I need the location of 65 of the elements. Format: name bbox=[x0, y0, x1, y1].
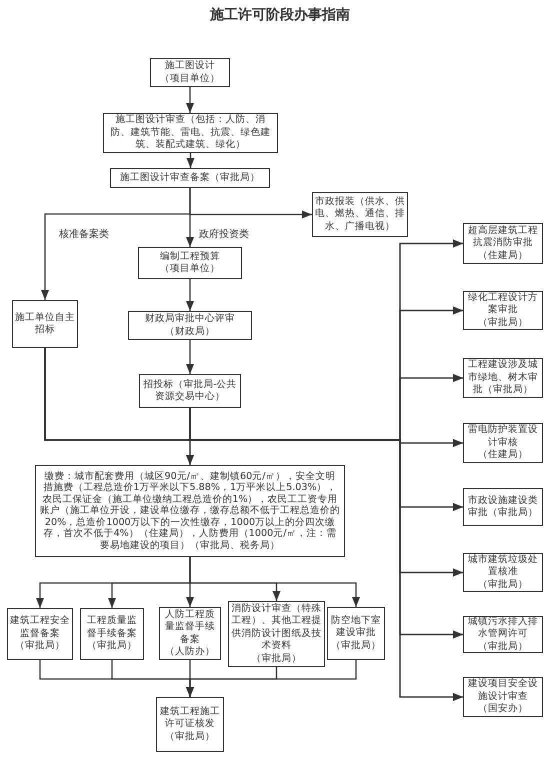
agency-text: （审批局） bbox=[15, 640, 65, 653]
step-text: 编制工程预算 bbox=[160, 250, 220, 263]
step-text: 施工图设计 bbox=[165, 60, 215, 72]
agency-text: （财政局） bbox=[165, 326, 215, 338]
process-box bbox=[35, 465, 345, 557]
step-text: 消防设计审查（特殊工程）、其他工程提供消防设计图纸及技术资料 bbox=[231, 602, 322, 653]
arrow bbox=[186, 87, 194, 113]
process-box bbox=[463, 677, 543, 717]
step-text: 城市建筑垃圾处置核准 bbox=[467, 554, 539, 579]
agency-text: （审批局） bbox=[252, 652, 302, 666]
step-text: 防空地下室建设审批 bbox=[330, 614, 382, 640]
agency-text: （国安办） bbox=[478, 703, 528, 716]
agency-text: （审批局） bbox=[331, 640, 381, 652]
step-text: 施工图设计审查备案（审批局） bbox=[120, 172, 260, 184]
arrow bbox=[186, 188, 194, 247]
arrow bbox=[186, 660, 357, 697]
agency-text: （审批局） bbox=[165, 730, 215, 744]
process-box bbox=[80, 608, 144, 660]
step-text: 工程建设涉及城市绿地、树木审批（审批局） bbox=[467, 359, 539, 397]
arrow bbox=[186, 279, 194, 311]
process-box bbox=[463, 291, 543, 330]
agency-text: （审批局） bbox=[478, 578, 528, 592]
step-text: 超高层建筑工程抗震消防审批（住建局） bbox=[467, 224, 539, 262]
step-text: 缴费：城市配套费用（城区90元/㎡、建制镇60元/㎡），安全文明措施费（工程总造价1万平米以下5.88%，1万平米以上5.03%），农民工保证金（施工单位缴纳工程总造价的1%），农民工工资专用账户（施工单位开设，建设单位缴存，缴存总额不低于工程总造价的20%，总造价1000万以下的一次性缴存，1000万以上的分四次缴存，首次不低于4%）（住建局），人防费用（1000元/㎡，注：需要易地建设的项目）（审批局、税务局） bbox=[40, 471, 340, 551]
agency-text: （人防办） bbox=[165, 646, 215, 658]
agency-text: （项目单位） bbox=[160, 72, 220, 85]
step-text: 施工单位自主招标 bbox=[15, 312, 75, 336]
step-text: 施工图设计审查（包括：人防、消防、建筑节能、雷电、抗震、绿色建筑、装配式建筑、绿化） bbox=[110, 114, 272, 152]
step-text: 市政设施建设类审批（审批局） bbox=[467, 494, 539, 520]
process-box bbox=[138, 247, 242, 279]
process-box bbox=[228, 601, 325, 667]
step-text: 雷电防护装置设计审核 bbox=[467, 424, 539, 449]
step-text: 绿化工程设计方案审批 bbox=[467, 292, 539, 317]
process-box bbox=[463, 423, 543, 463]
process-box bbox=[463, 553, 543, 592]
step-text: 市政报装（供水、供电、燃热、通信、排水、广播电视） bbox=[315, 196, 405, 234]
process-box bbox=[463, 616, 543, 653]
process-box bbox=[12, 300, 78, 348]
process-box bbox=[110, 168, 270, 188]
agency-text: （住建局） bbox=[478, 449, 528, 462]
step-text: 建筑工程安全监督备案 bbox=[10, 615, 70, 640]
agency-text: （审批局） bbox=[87, 640, 137, 653]
arrow bbox=[186, 153, 194, 168]
step-text: 工程质量监督手续备案 bbox=[86, 615, 138, 640]
arrow bbox=[186, 340, 194, 374]
agency-text: （审批局） bbox=[478, 316, 528, 330]
process-box bbox=[128, 311, 252, 340]
agency-text: （审批局） bbox=[478, 640, 528, 654]
process-box bbox=[156, 697, 224, 752]
edge-label: 政府投资类 bbox=[198, 229, 250, 241]
step-text: 财政局审批中心评审 bbox=[145, 313, 235, 326]
arrow bbox=[189, 557, 360, 607]
process-box bbox=[159, 607, 221, 660]
process-box bbox=[327, 607, 385, 660]
process-box bbox=[139, 374, 241, 408]
process-box bbox=[150, 58, 230, 87]
step-text: 人防工程质量监督手续备案 bbox=[164, 608, 216, 646]
step-text: 建设项目安全设施设计审查 bbox=[467, 678, 539, 703]
process-box bbox=[7, 608, 73, 660]
step-text: 招投标（审批局-公共资源交易中心） bbox=[142, 378, 238, 404]
title: 施工许可阶段办事指南 bbox=[208, 6, 351, 24]
agency-text: （项目单位） bbox=[160, 263, 220, 276]
edge-label: 核准备案类 bbox=[58, 229, 110, 241]
process-box bbox=[463, 488, 543, 526]
step-text: 建筑工程施工许可证核发 bbox=[159, 706, 221, 731]
